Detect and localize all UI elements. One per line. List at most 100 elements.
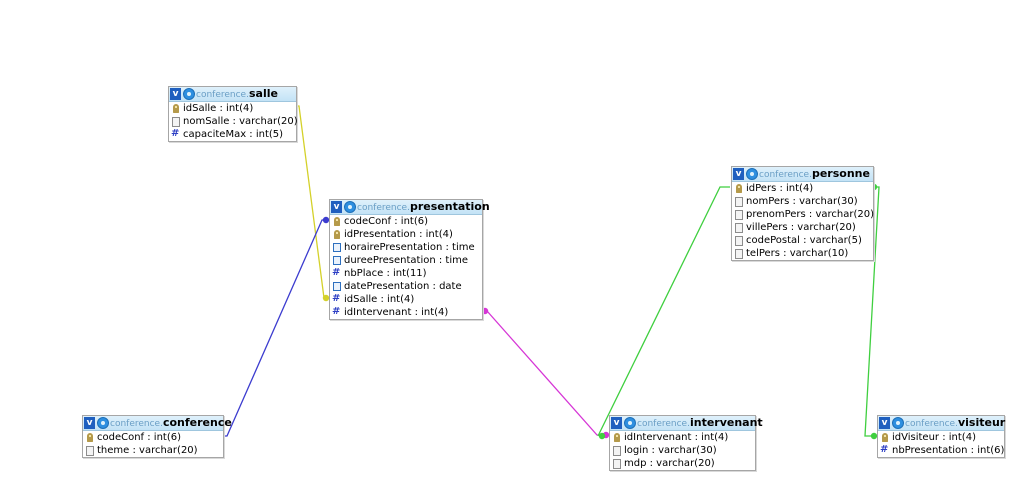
column-label: prenomPers : varchar(20) xyxy=(746,209,875,220)
column-label: mdp : varchar(20) xyxy=(624,458,715,469)
primary-key-icon xyxy=(334,217,340,226)
column-label: nomSalle : varchar(20) xyxy=(183,116,298,127)
numeric-column-icon xyxy=(171,127,179,140)
text-column-icon xyxy=(735,197,743,207)
gear-icon[interactable] xyxy=(892,417,904,429)
gear-icon[interactable] xyxy=(746,168,758,180)
table-name: conference xyxy=(162,416,232,429)
column-label: nbPresentation : int(6) xyxy=(892,445,1005,456)
column-row[interactable]: idSalle : int(4) xyxy=(330,293,482,306)
column-row[interactable]: nbPlace : int(11) xyxy=(330,267,482,280)
table-personne[interactable]: v conference.personne idPers : int(4) nomPe… xyxy=(731,166,874,261)
column-row[interactable]: idIntervenant : int(4) xyxy=(610,431,755,444)
column-row[interactable]: codeConf : int(6) xyxy=(330,215,482,228)
numeric-column-icon xyxy=(332,292,340,305)
column-row[interactable]: nbPresentation : int(6) xyxy=(878,444,1004,457)
table-name: presentation xyxy=(409,200,490,213)
column-row[interactable]: idSalle : int(4) xyxy=(169,102,296,115)
primary-key-icon xyxy=(736,184,742,193)
column-label: horairePresentation : time xyxy=(344,242,475,253)
gear-icon[interactable] xyxy=(97,417,109,429)
column-row[interactable]: datePresentation : date xyxy=(330,280,482,293)
gear-icon[interactable] xyxy=(344,201,356,213)
text-column-icon xyxy=(735,236,743,246)
table-title: conference.visiteur xyxy=(905,416,1005,431)
table-name: personne xyxy=(811,167,870,180)
column-label: login : varchar(30) xyxy=(624,445,717,456)
table-header[interactable]: v conference.visiteur xyxy=(878,416,1005,431)
column-row[interactable]: codeConf : int(6) xyxy=(83,431,223,444)
table-conference[interactable]: v conference.conference codeConf : int(6) t… xyxy=(82,415,232,458)
column-row[interactable]: codePostal : varchar(5) xyxy=(732,234,873,247)
column-row[interactable]: idPresentation : int(4) xyxy=(330,228,482,241)
text-column-icon xyxy=(613,459,621,469)
column-label: codeConf : int(6) xyxy=(97,432,182,443)
view-badge-icon: v xyxy=(733,168,744,180)
column-row[interactable]: nomSalle : varchar(20) xyxy=(169,115,298,128)
relation-endpoint xyxy=(322,294,330,302)
column-row[interactable]: idIntervenant : int(4) xyxy=(330,306,482,319)
schema-name: conference. xyxy=(196,90,249,100)
datetime-column-icon xyxy=(333,256,341,265)
column-row[interactable]: idPers : int(4) xyxy=(732,182,873,195)
relation-endpoint xyxy=(322,216,330,224)
table-title: conference.salle xyxy=(196,87,278,102)
column-row[interactable]: dureePresentation : time xyxy=(330,254,482,267)
column-label: idSalle : int(4) xyxy=(183,103,254,114)
schema-name: conference. xyxy=(759,170,812,180)
gear-icon[interactable] xyxy=(183,88,195,100)
text-column-icon xyxy=(735,249,743,259)
table-header[interactable]: v conference.personne xyxy=(732,167,873,182)
table-name: visiteur xyxy=(957,416,1006,429)
column-label: idPers : int(4) xyxy=(746,183,814,194)
primary-key-icon xyxy=(87,433,93,442)
column-row[interactable]: nomPers : varchar(30) xyxy=(732,195,873,208)
column-label: dureePresentation : time xyxy=(344,255,469,266)
column-row[interactable]: horairePresentation : time xyxy=(330,241,482,254)
column-label: idVisiteur : int(4) xyxy=(892,432,976,443)
relation-endpoint xyxy=(481,307,489,315)
text-column-icon xyxy=(735,210,743,220)
relation-presentation-intervenant[interactable] xyxy=(481,310,609,436)
schema-name: conference. xyxy=(637,419,690,429)
relation-personne-intervenant[interactable] xyxy=(597,186,730,437)
column-label: idIntervenant : int(4) xyxy=(624,432,729,443)
column-label: datePresentation : date xyxy=(344,281,462,292)
column-row[interactable]: villePers : varchar(20) xyxy=(732,221,873,234)
column-label: idIntervenant : int(4) xyxy=(344,307,449,318)
text-column-icon xyxy=(172,117,180,127)
table-header[interactable]: v conference.conference xyxy=(83,416,232,431)
column-label: theme : varchar(20) xyxy=(97,445,198,456)
column-label: telPers : varchar(10) xyxy=(746,248,849,259)
column-label: nomPers : varchar(30) xyxy=(746,196,858,207)
column-label: codeConf : int(6) xyxy=(344,216,429,227)
relation-conference-presentation[interactable] xyxy=(222,219,328,437)
table-name: salle xyxy=(248,87,278,100)
datetime-column-icon xyxy=(333,282,341,291)
datetime-column-icon xyxy=(333,243,341,252)
column-row[interactable]: telPers : varchar(10) xyxy=(732,247,873,260)
view-badge-icon: v xyxy=(879,417,890,429)
column-label: codePostal : varchar(5) xyxy=(746,235,862,246)
primary-key-icon xyxy=(334,230,340,239)
column-row[interactable]: prenomPers : varchar(20) xyxy=(732,208,875,221)
column-row[interactable]: mdp : varchar(20) xyxy=(610,457,755,470)
schema-name: conference. xyxy=(110,419,163,429)
column-row[interactable]: capaciteMax : int(5) xyxy=(169,128,296,141)
column-row[interactable]: idVisiteur : int(4) xyxy=(878,431,1004,444)
column-row[interactable]: login : varchar(30) xyxy=(610,444,755,457)
view-badge-icon: v xyxy=(331,201,342,213)
primary-key-icon xyxy=(614,433,620,442)
view-badge-icon: v xyxy=(84,417,95,429)
numeric-column-icon xyxy=(332,266,340,279)
column-row[interactable]: theme : varchar(20) xyxy=(83,444,223,457)
schema-name: conference. xyxy=(905,419,958,429)
gear-icon[interactable] xyxy=(624,417,636,429)
